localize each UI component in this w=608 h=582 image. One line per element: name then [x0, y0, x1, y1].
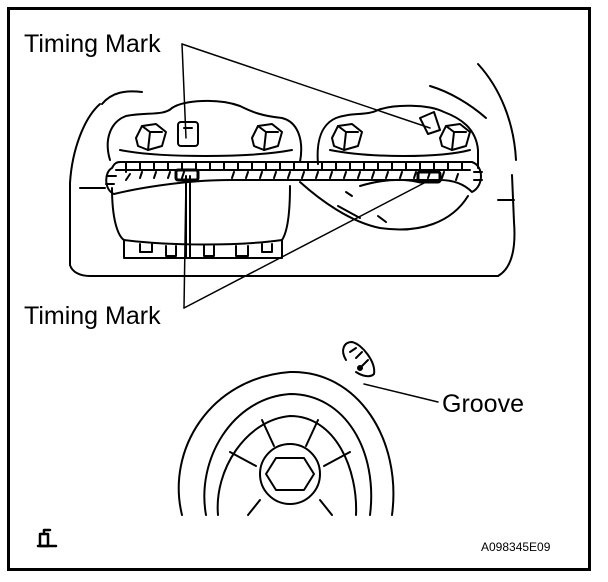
bolt-intake-right [251, 123, 283, 151]
document-code: A098345E09 [481, 540, 551, 554]
timing-cover-marks [342, 341, 376, 378]
bolt-exhaust-left [331, 123, 363, 151]
timing-mark-label-top: Timing Mark [24, 30, 161, 58]
exhaust-sprocket [299, 178, 469, 231]
cylinder-head-outline [69, 63, 517, 277]
crankshaft-pulley [177, 370, 395, 516]
timing-chain [105, 161, 483, 195]
timing-mark-label-bottom: Timing Mark [24, 302, 161, 330]
timing-mark-plates [174, 168, 442, 184]
bolt-intake-left [135, 123, 167, 151]
book-hand-icon [36, 528, 58, 548]
bolt-exhaust-right [439, 123, 471, 151]
figure-frame [7, 7, 591, 571]
leader-lines [181, 43, 439, 403]
groove-label: Groove [442, 390, 524, 418]
